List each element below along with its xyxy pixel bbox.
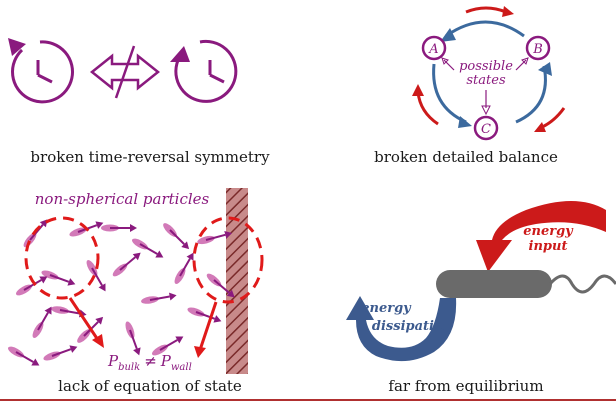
particle: [32, 306, 52, 338]
state-a-node: [421, 35, 447, 61]
particle: [197, 230, 233, 245]
particle: [101, 224, 137, 232]
not-equivalent-icon: [89, 45, 161, 99]
particle: [86, 260, 106, 292]
particle: [152, 336, 184, 356]
energy-diss-line1: energy: [361, 301, 412, 316]
energy-input-arrow: [476, 201, 606, 272]
state-a-label: A: [428, 42, 438, 57]
particle: [141, 292, 177, 304]
wall: [226, 188, 248, 374]
caption-far-from-equilibrium: far from equilibrium: [388, 377, 544, 395]
energy-input-line1: energy: [523, 224, 574, 239]
swimmer-tail: [548, 274, 616, 294]
states-label: states: [466, 73, 506, 88]
detailed-balance-graphic: A B C possible states: [412, 6, 566, 141]
particle: [43, 345, 78, 361]
particles-header: non-spherical particles: [35, 190, 210, 208]
particle: [174, 252, 194, 284]
state-pointers: [441, 57, 529, 116]
particle: [125, 321, 141, 356]
caption-detailed-balance: broken detailed balance: [374, 148, 558, 166]
state-b-label: B: [532, 42, 543, 57]
particle: [163, 223, 190, 250]
particles-graphic: non-spherical particles Pbulk≠Pwall: [8, 188, 264, 374]
energy-diss-line2: dissipation: [372, 319, 452, 334]
panel-time-reversal: broken time-reversal symmetry: [0, 0, 300, 180]
clock-icon-forward: [8, 38, 75, 104]
clock-icon-reversed: [170, 39, 238, 103]
pressure-arrows: [68, 297, 218, 358]
equilibrium-graphic: energy input energy dissipation: [346, 201, 616, 362]
state-c-node: [473, 115, 499, 141]
cycle-arrows: [432, 20, 552, 128]
particle: [132, 238, 164, 258]
state-b-node: [525, 35, 551, 61]
bulk-region: [24, 216, 100, 300]
panel-equation-of-state: non-spherical particles Pbulk≠Pwall lack…: [0, 180, 300, 402]
energy-input-line2: input: [529, 239, 568, 254]
particle: [112, 252, 141, 277]
swimmer-body: [436, 270, 552, 298]
particle-field: [8, 219, 235, 366]
bottom-rule: [0, 399, 616, 401]
panel-far-from-equilibrium: energy input energy dissipation far from…: [316, 180, 616, 402]
particle: [187, 307, 222, 323]
particle: [41, 270, 76, 286]
particle: [206, 273, 235, 298]
time-reversal-graphic: [8, 38, 238, 104]
caption-time-reversal: broken time-reversal symmetry: [30, 148, 270, 166]
particle: [8, 346, 40, 366]
pressure-bulk-symbol: Pbulk≠Pwall: [107, 352, 192, 373]
wall-region: [192, 216, 264, 304]
caption-equation-of-state: lack of equation of state: [58, 377, 242, 395]
particle: [16, 276, 48, 296]
current-arrows: [412, 6, 566, 132]
energy-dissipation-arrow: [346, 296, 457, 362]
state-c-label: C: [481, 122, 491, 137]
possible-label: possible: [459, 59, 513, 74]
panel-detailed-balance: A B C possible states broken detailed ba…: [316, 0, 616, 180]
